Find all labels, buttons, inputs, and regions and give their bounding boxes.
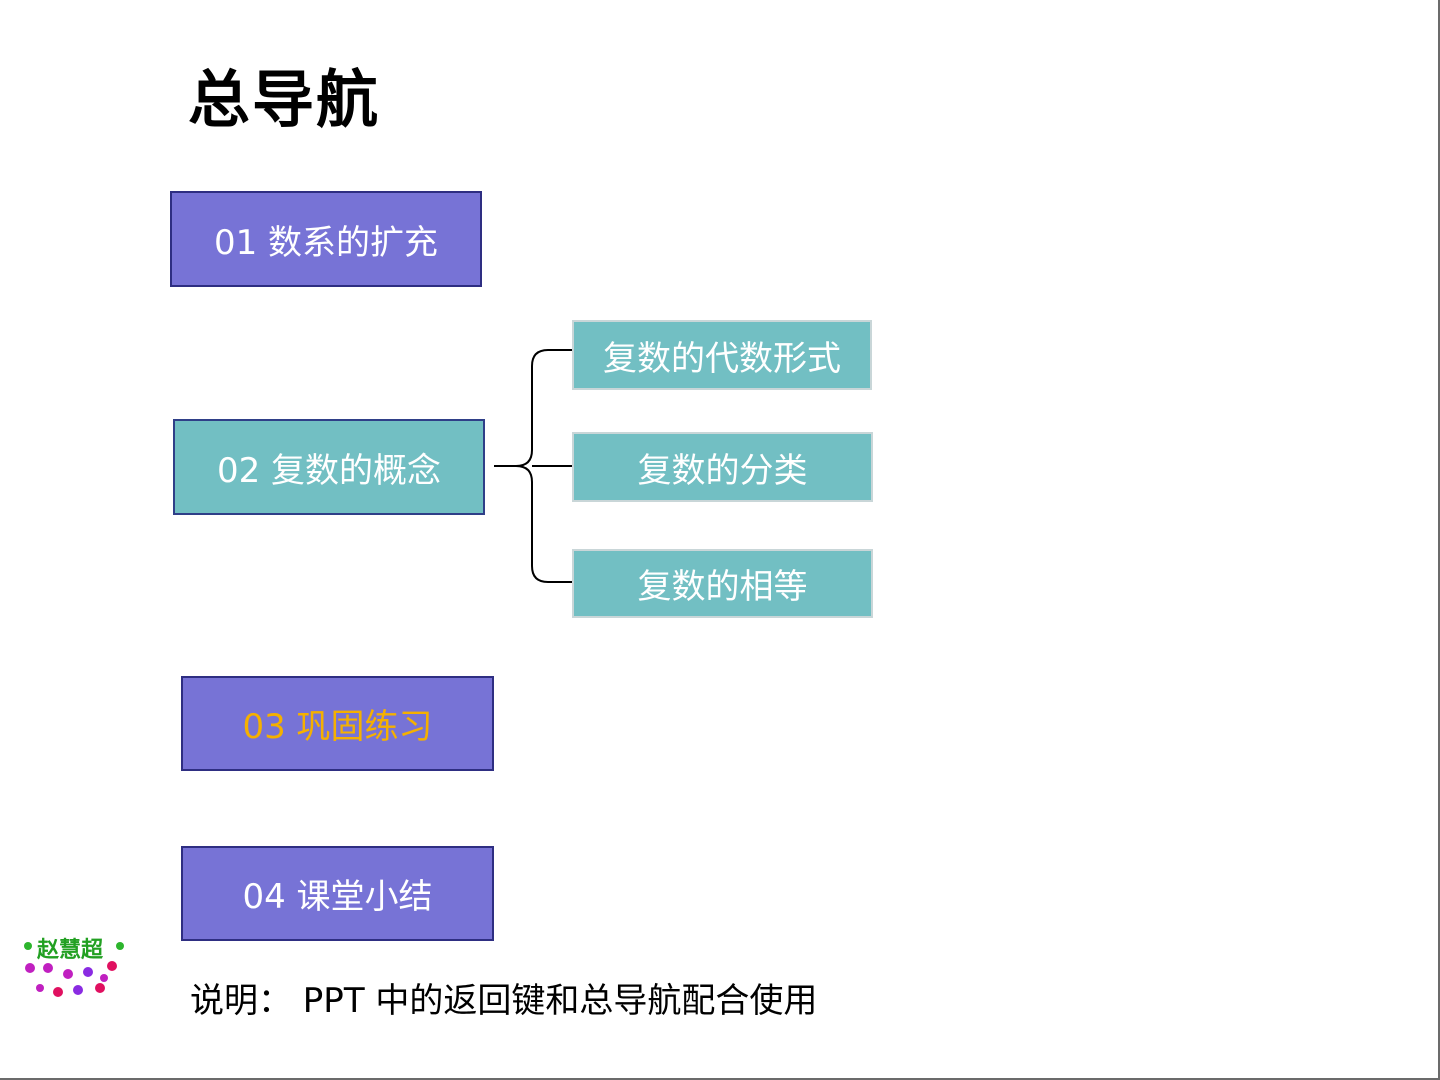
nav-button-04[interactable]: 04 课堂小结 xyxy=(181,846,494,941)
flower-icon xyxy=(24,942,124,997)
instruction-note: 说明： PPT 中的返回键和总导航配合使用 xyxy=(190,981,818,1021)
nav-button-03[interactable]: 03 巩固练习 xyxy=(181,676,494,771)
logo-text: 赵慧超 xyxy=(37,938,104,963)
nav-button-01[interactable]: 01 数系的扩充 xyxy=(170,191,482,287)
page-title: 总导航 xyxy=(188,63,381,136)
author-logo: 赵慧超 xyxy=(20,930,135,1005)
sub-nav-classification[interactable]: 复数的分类 xyxy=(572,432,873,502)
sub-nav-equality[interactable]: 复数的相等 xyxy=(572,549,873,618)
sub-nav-algebraic-form[interactable]: 复数的代数形式 xyxy=(572,320,872,390)
nav-button-02[interactable]: 02 复数的概念 xyxy=(173,419,485,515)
